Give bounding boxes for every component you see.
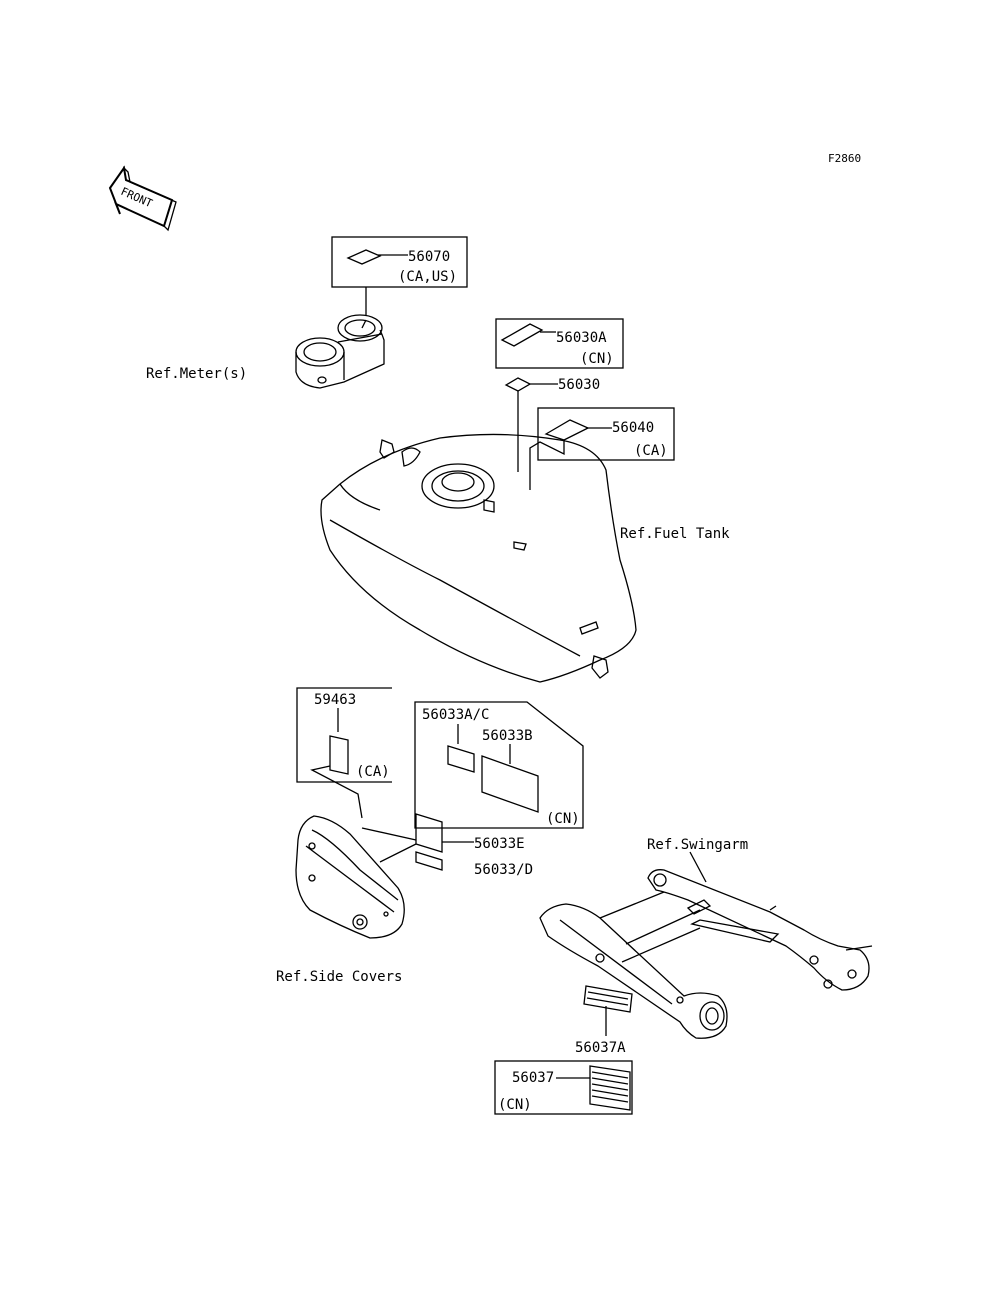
decal-56030A-icon bbox=[500, 323, 544, 347]
part-56030A-note: (CN) bbox=[580, 351, 614, 367]
label-56030A-group: 56030A (CN) bbox=[495, 318, 624, 369]
part-56033AC[interactable]: 56033A/C bbox=[422, 707, 489, 723]
decal-56070-icon bbox=[346, 249, 382, 265]
part-56033-note: (CN) bbox=[546, 811, 580, 827]
label-56037-group: 56037 (CN) bbox=[494, 1060, 633, 1115]
decal-56037A-icon bbox=[583, 985, 633, 1013]
decal-56033B-icon bbox=[481, 755, 539, 813]
meter-assembly-icon bbox=[295, 314, 385, 389]
ref-swingarm: Ref.Swingarm bbox=[647, 837, 748, 853]
label-56070-group: 56070 (CA,US) bbox=[331, 236, 468, 318]
decal-56040-icon bbox=[544, 419, 590, 441]
label-56040-group: 56040 (CA) bbox=[529, 407, 675, 490]
front-arrow-label: FRONT bbox=[119, 185, 155, 210]
part-56070-note: (CA,US) bbox=[398, 269, 457, 285]
side-cover-icon bbox=[295, 815, 405, 939]
label-56033E-group: 56033E 56033/D bbox=[361, 813, 533, 878]
part-56070[interactable]: 56070 bbox=[408, 249, 450, 265]
ref-fuel-tank: Ref.Fuel Tank bbox=[620, 526, 730, 542]
part-56033E[interactable]: 56033E bbox=[474, 836, 525, 852]
part-59463-note: (CA) bbox=[356, 764, 390, 780]
part-56037-note: (CN) bbox=[498, 1097, 532, 1113]
decal-56033E-icon bbox=[415, 813, 443, 853]
label-56033-group: 56033A/C 56033B (CN) bbox=[414, 701, 584, 829]
decal-56037-icon bbox=[589, 1065, 631, 1111]
part-56033D[interactable]: 56033/D bbox=[474, 862, 533, 878]
front-arrow-icon: FRONT bbox=[108, 165, 177, 232]
part-56030A[interactable]: 56030A bbox=[556, 330, 607, 346]
part-56033B[interactable]: 56033B bbox=[482, 728, 533, 744]
swingarm-icon bbox=[539, 869, 873, 1039]
label-56030-group: 56030 bbox=[504, 377, 600, 472]
part-59463[interactable]: 59463 bbox=[314, 692, 356, 708]
decal-56033AC-icon bbox=[447, 745, 475, 773]
part-56037A[interactable]: 56037A bbox=[575, 1040, 626, 1056]
label-56037A-group: 56037A bbox=[575, 985, 633, 1056]
decal-59463-icon bbox=[329, 735, 349, 775]
part-56037[interactable]: 56037 bbox=[512, 1070, 554, 1086]
label-59463-group: 59463 (CA) bbox=[296, 687, 392, 819]
ref-side-covers: Ref.Side Covers bbox=[276, 969, 402, 985]
fuel-tank-icon bbox=[320, 433, 637, 683]
decal-56033D-icon bbox=[415, 851, 443, 871]
figure-code: F2860 bbox=[828, 152, 861, 165]
part-56030[interactable]: 56030 bbox=[558, 377, 600, 393]
part-56040-note: (CA) bbox=[634, 443, 668, 459]
ref-meter: Ref.Meter(s) bbox=[146, 366, 247, 382]
decal-56030-icon bbox=[504, 377, 532, 392]
part-56040[interactable]: 56040 bbox=[612, 420, 654, 436]
